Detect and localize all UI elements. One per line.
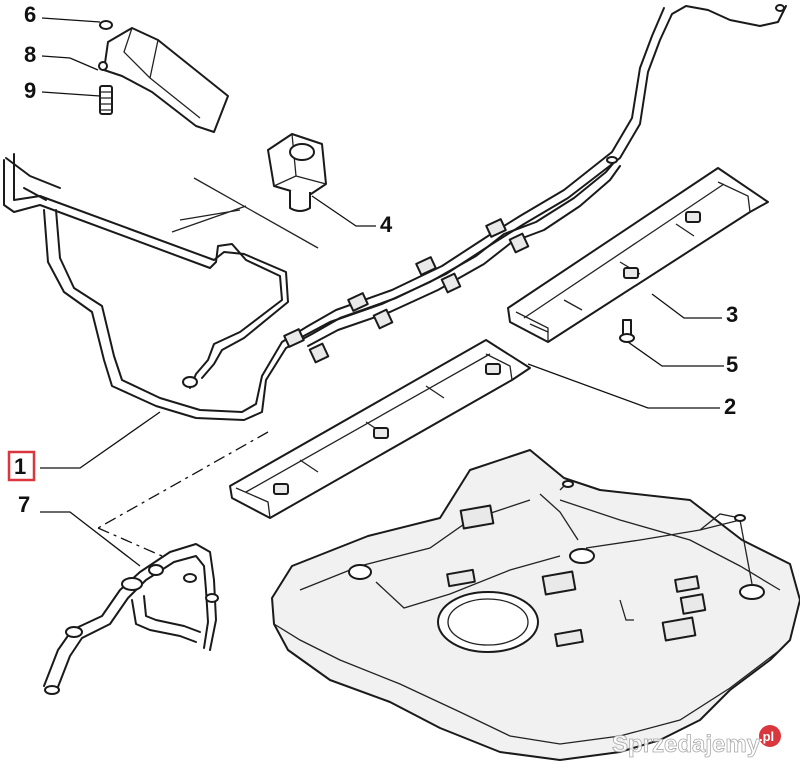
rear-shield-part bbox=[507, 167, 769, 343]
callout-3: 3 bbox=[726, 302, 738, 327]
bracket-part bbox=[98, 20, 229, 133]
front-shield-part bbox=[229, 339, 531, 519]
callout-7: 7 bbox=[18, 492, 30, 517]
leader-lines bbox=[40, 17, 724, 567]
line-clips bbox=[283, 218, 530, 364]
fuel-line-pipes bbox=[3, 4, 787, 421]
watermark-badge-text: .pl bbox=[759, 729, 774, 744]
callout-8: 8 bbox=[24, 42, 36, 67]
clip-part bbox=[267, 133, 327, 212]
fuel-tank-part bbox=[271, 449, 800, 761]
hose-part bbox=[43, 543, 219, 695]
callout-9: 9 bbox=[24, 78, 36, 103]
screw-part bbox=[619, 319, 635, 343]
watermark-logo: Sprzedajemy .pl bbox=[612, 725, 781, 758]
callout-numbers: 6 8 9 4 3 5 2 1 7 bbox=[7, 2, 738, 517]
callout-1-highlight-box bbox=[7, 450, 36, 482]
callout-1: 1 bbox=[14, 454, 26, 479]
reference-dashed-lines bbox=[97, 431, 269, 557]
callout-2: 2 bbox=[724, 394, 736, 419]
reference-lines bbox=[171, 177, 319, 249]
watermark-badge bbox=[759, 725, 781, 747]
callout-4: 4 bbox=[380, 212, 393, 237]
watermark-text: Sprzedajemy bbox=[612, 731, 761, 758]
callout-5: 5 bbox=[726, 352, 738, 377]
callout-6: 6 bbox=[24, 2, 36, 27]
